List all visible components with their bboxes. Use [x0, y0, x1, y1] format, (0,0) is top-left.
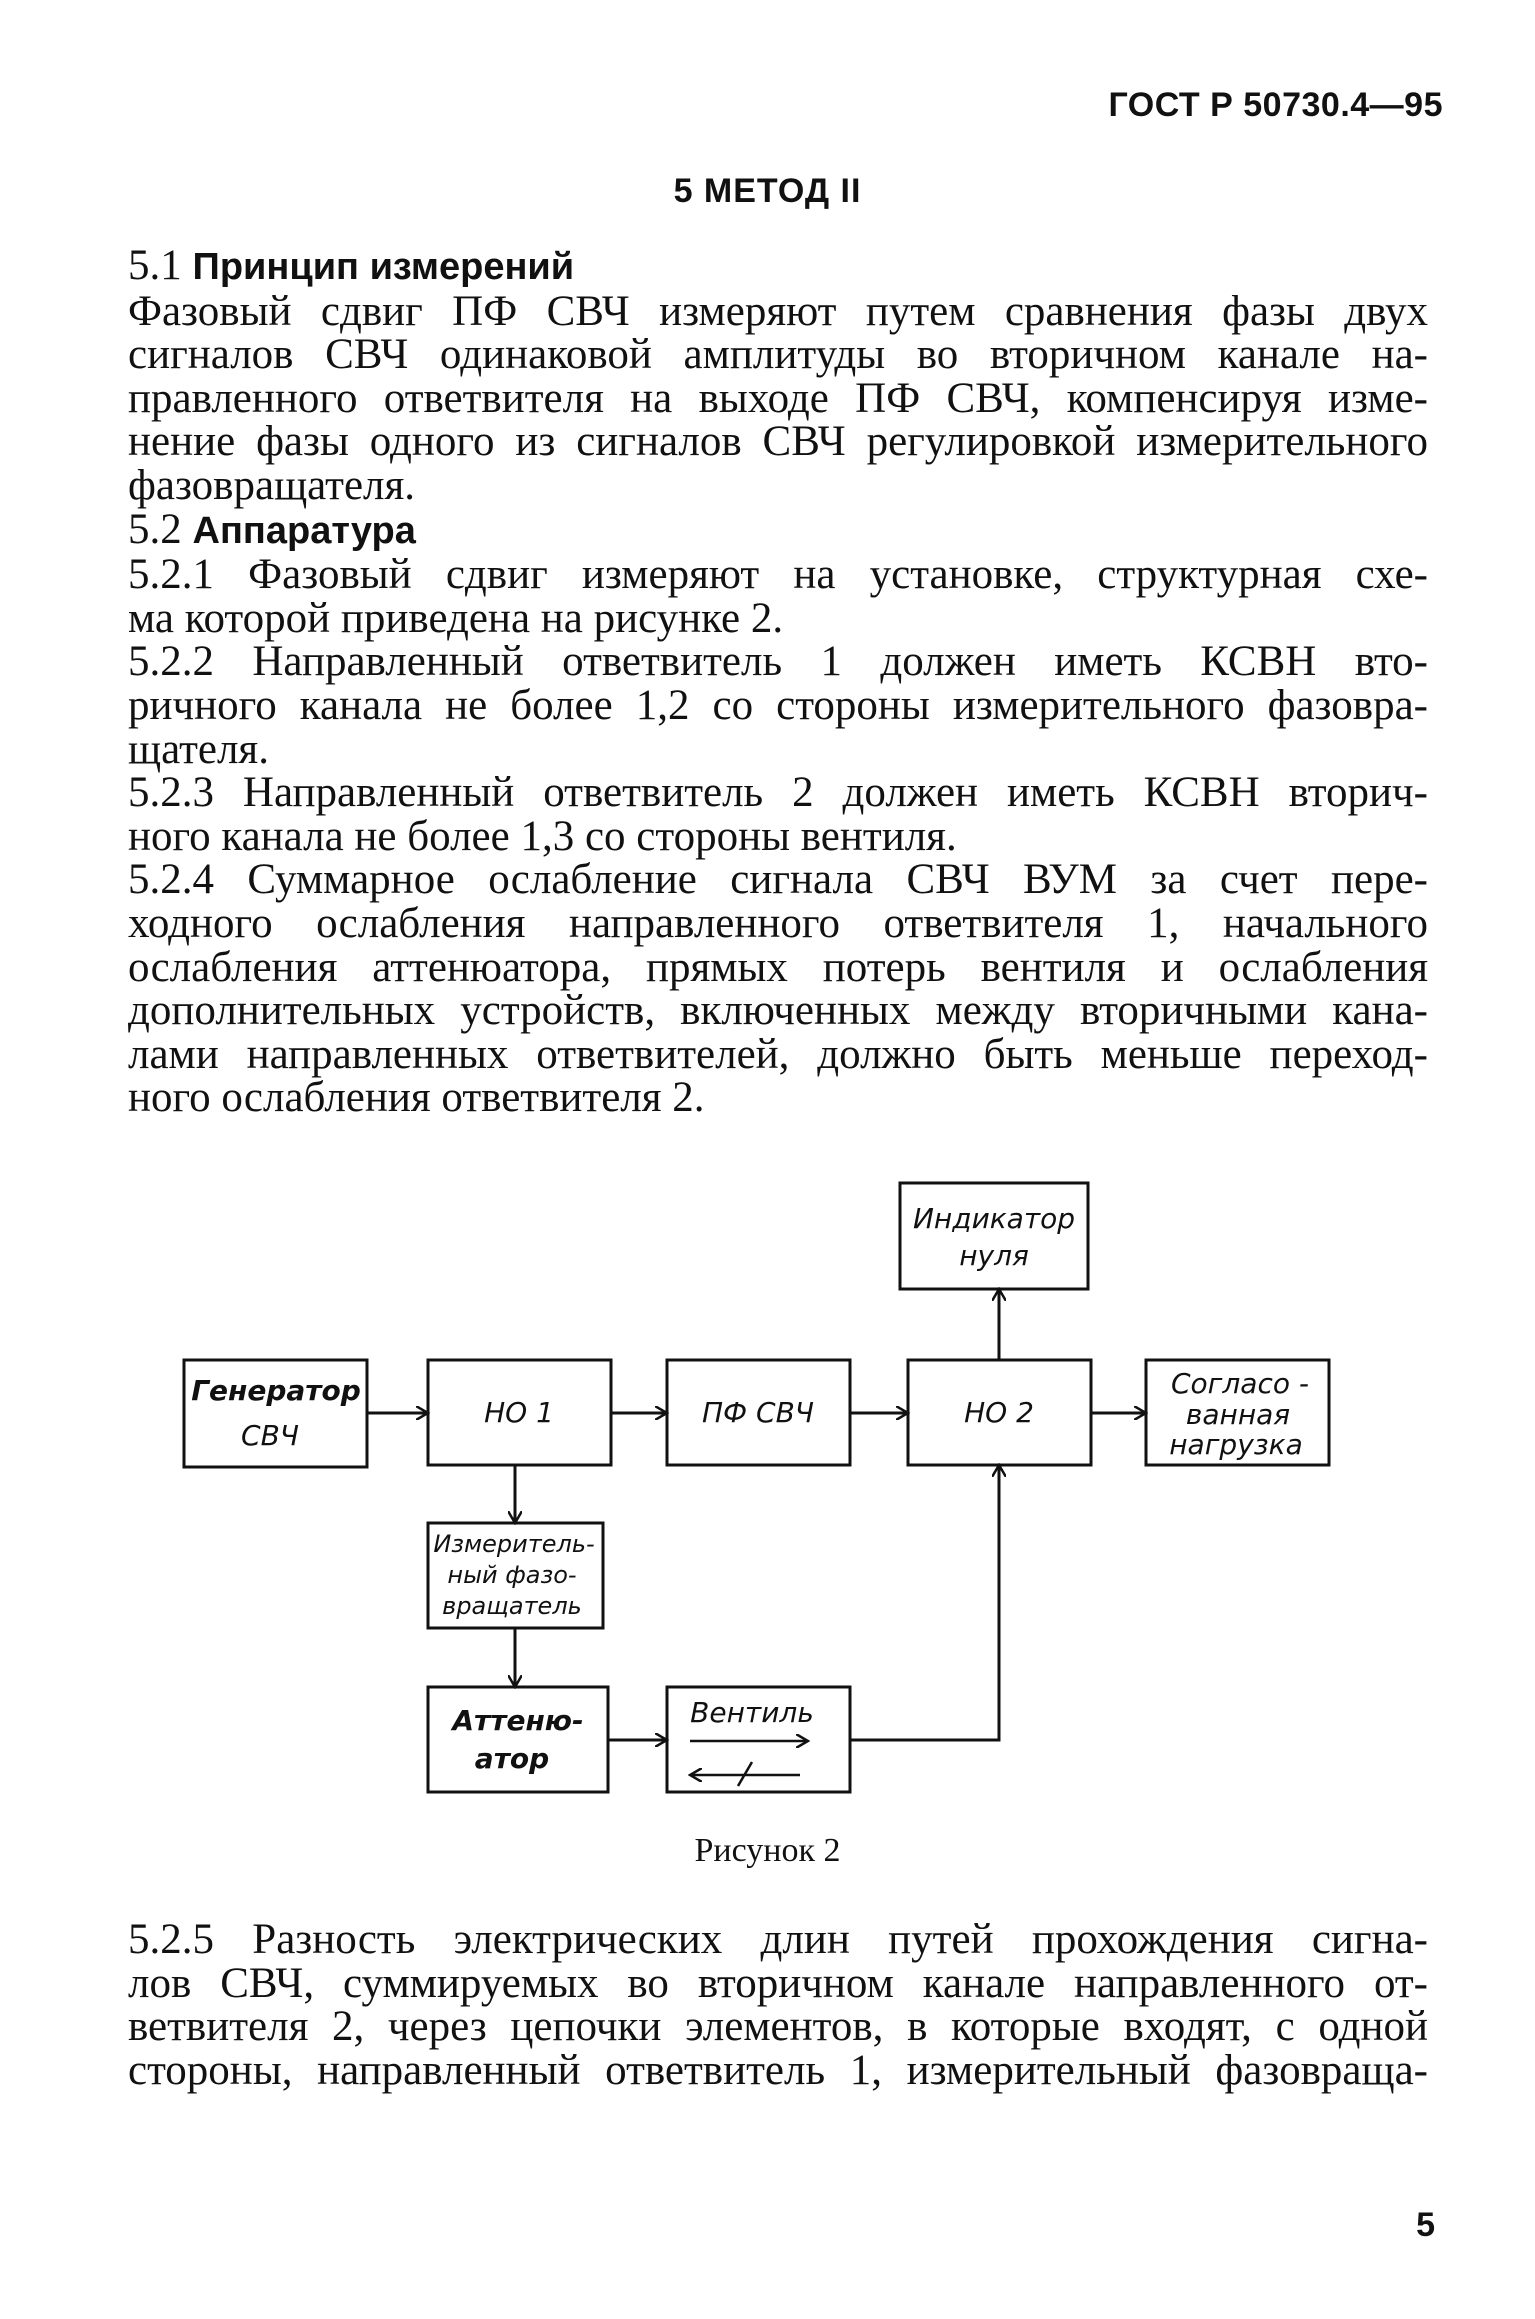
page-number: 5 — [1416, 2206, 1435, 2244]
text-line: ослабления аттенюатора, прямых потерь ве… — [128, 943, 1428, 991]
text-line: 5.2.2 Направленный ответвитель 1 должен … — [128, 638, 1428, 686]
text-line: ного канала не более 1,3 со стороны вент… — [128, 812, 957, 860]
block-label: ПФ СВЧ — [702, 1396, 814, 1429]
block-label: Генератор — [191, 1374, 361, 1407]
block-isolator: Вентиль — [665, 1685, 852, 1794]
block-coupler-1: НО 1 — [426, 1358, 613, 1467]
section-text-top: 5.1 Принцип измерений Фазовый сдвиг ПФ С… — [128, 244, 1428, 1120]
text-line: Фазовый сдвиг ПФ СВЧ измеряют путем срав… — [128, 287, 1428, 335]
block-label: ванная — [1186, 1398, 1290, 1431]
document-code: ГОСТ Р 50730.4—95 — [1108, 86, 1443, 124]
block-coupler-2: НО 2 — [906, 1358, 1093, 1467]
section-text-bottom: 5.2.5 Разность электрических длин путей … — [128, 1918, 1428, 2092]
text-line: 5.2.4 Суммарное ослабление сигнала СВЧ В… — [128, 856, 1428, 904]
text-line: стороны, направленный ответвитель 1, изм… — [128, 2046, 1428, 2094]
text-line: дополнительных устройств, включенных меж… — [128, 987, 1428, 1035]
section-title: 5 МЕТОД II — [673, 172, 862, 210]
text-line: лами направленных ответвителей, должно б… — [128, 1030, 1428, 1078]
text-line: 5.2.5 Разность электрических длин путей … — [128, 1916, 1428, 1963]
link-isolator-no2 — [850, 1465, 999, 1742]
block-label: Согласо - — [1171, 1367, 1309, 1400]
text-line: фазовращателя. — [128, 461, 416, 509]
heading-5-2-title: Аппаратура — [192, 509, 416, 552]
text-line: ного ослабления ответвителя 2. — [128, 1074, 705, 1122]
block-label: Вентиль — [690, 1696, 814, 1729]
block-label: вращатель — [442, 1592, 582, 1620]
heading-5-1-number: 5.1 — [128, 242, 182, 289]
heading-5-2-number: 5.2 — [128, 505, 182, 553]
heading-5-1: 5.1 Принцип измерений — [128, 244, 1428, 290]
text-line: 5.2.1 Фазовый сдвиг измеряют на установк… — [128, 551, 1428, 599]
block-label: Измеритель- — [433, 1530, 594, 1558]
block-matched-load: Согласо - ванная нагрузка — [1144, 1358, 1331, 1467]
blocked-slash-icon — [736, 1761, 754, 1787]
heading-5-1-title: Принцип измерений — [192, 246, 575, 288]
block-device-under-test: ПФ СВЧ — [665, 1358, 852, 1467]
text-line: ричного канала не более 1,2 со стороны и… — [128, 681, 1428, 729]
block-label: Индикатор — [913, 1202, 1075, 1235]
text-line: ходного ослабления направленного ответви… — [128, 899, 1428, 947]
block-label: нагрузка — [1169, 1428, 1302, 1461]
block-phase-shifter: Измеритель- ный фазо- вращатель — [426, 1521, 605, 1630]
text-line: щателя. — [128, 725, 269, 773]
text-line: ветвителя 2, через цепочки элементов, в … — [128, 2003, 1428, 2051]
text-line: лов СВЧ, суммируемых во вторичном канале… — [128, 1959, 1428, 2007]
block-label: нуля — [959, 1239, 1029, 1272]
figure-caption: Рисунок 2 — [694, 1832, 841, 1869]
block-label: НО 1 — [484, 1396, 554, 1429]
text-line: правленного ответвителя на выходе ПФ СВЧ… — [128, 374, 1428, 422]
block-label: СВЧ — [241, 1419, 299, 1452]
block-generator: Генератор СВЧ — [182, 1358, 369, 1469]
block-label: атор — [475, 1742, 549, 1775]
text-line: сигналов СВЧ одинаковой амплитуды во вто… — [128, 331, 1428, 379]
block-diagram: Индикатор нуля Генератор СВЧ НО 1 ПФ СВЧ… — [182, 1181, 1331, 1794]
text-line: 5.2.3 Направленный ответвитель 2 должен … — [128, 769, 1428, 817]
block-label: Аттеню- — [450, 1704, 583, 1737]
text-line: нение фазы одного из сигналов СВЧ регули… — [128, 418, 1428, 466]
block-attenuator: Аттеню- атор — [426, 1685, 610, 1794]
block-label: НО 2 — [964, 1396, 1034, 1429]
block-null-indicator: Индикатор нуля — [898, 1181, 1090, 1291]
block-label: ный фазо- — [447, 1561, 576, 1589]
text-line: ма которой приведена на рисунке 2. — [128, 594, 784, 642]
heading-5-2: 5.2 Аппаратура — [128, 505, 1428, 554]
